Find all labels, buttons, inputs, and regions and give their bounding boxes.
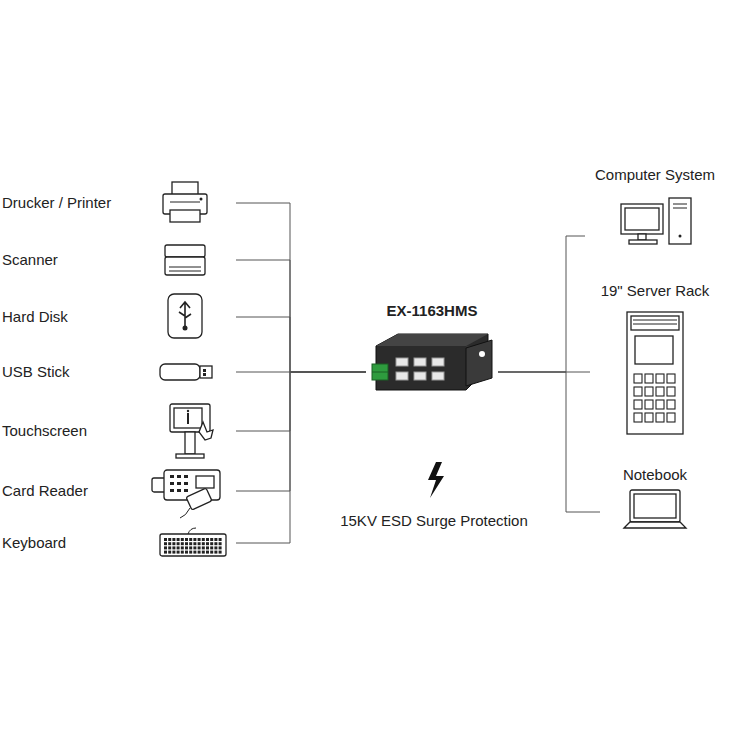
cable-line (236, 203, 366, 372)
device-label: Computer System (595, 166, 715, 184)
cable-line (498, 236, 585, 372)
lightning-symbol (428, 462, 444, 498)
device-label: Card Reader (2, 482, 88, 500)
device-label: Touchscreen (2, 422, 87, 440)
touch-icon (165, 404, 215, 460)
cable-line (236, 317, 366, 372)
notebook-icon (620, 490, 690, 530)
device-label: 19" Server Rack (601, 282, 710, 300)
computer-icon (619, 198, 691, 246)
cable-line (498, 372, 600, 512)
model-name: EX-1163HMS (387, 302, 478, 320)
usb-hub: EX-1163HMS (366, 298, 498, 414)
note-text: 15KV ESD Surge Protection (340, 512, 528, 529)
device-label: Drucker / Printer (2, 194, 111, 212)
cable-line (236, 372, 366, 431)
device-label: Keyboard (2, 534, 66, 552)
disk-icon (160, 294, 210, 340)
card-icon (150, 468, 222, 520)
device-node: Keyboard (0, 524, 236, 562)
device-node: Notebook (600, 462, 710, 534)
device-node: Card Reader (0, 464, 236, 518)
device-node: Touchscreen (0, 402, 236, 460)
device-node: USB Stick (0, 352, 236, 392)
device-label: USB Stick (2, 363, 70, 381)
device-label: Notebook (623, 466, 687, 484)
rack-icon (627, 312, 683, 436)
device-label: Hard Disk (2, 308, 68, 326)
scanner-icon (160, 241, 210, 277)
device-node: Hard Disk (0, 292, 236, 342)
cable-line (236, 260, 366, 372)
stick-icon (160, 352, 214, 392)
device-label: Scanner (2, 251, 58, 269)
device-node: Scanner (0, 237, 236, 283)
keyboard-icon (158, 528, 228, 558)
device-node: Computer System (585, 162, 725, 258)
device-node: 19" Server Rack (590, 278, 720, 442)
device-node: Drucker / Printer (0, 178, 236, 228)
cable-line (236, 372, 366, 491)
printer-icon (160, 180, 210, 224)
